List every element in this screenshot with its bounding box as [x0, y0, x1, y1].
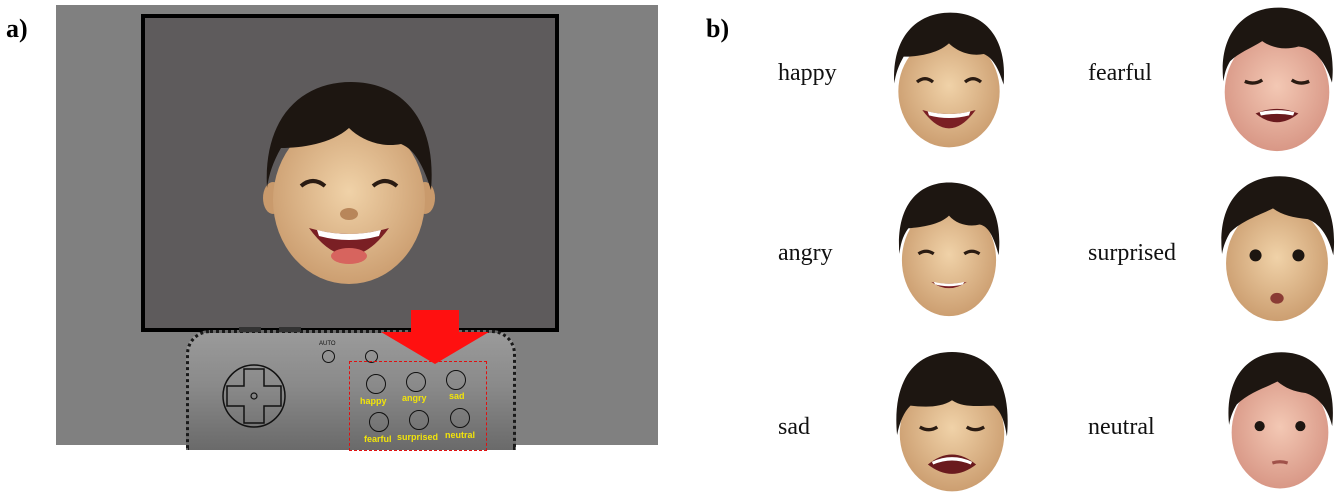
emotion-label-neutral: neutral — [1088, 414, 1155, 440]
panel-a-label: a) — [6, 14, 28, 43]
sad-button[interactable] — [446, 370, 466, 390]
emotion-label-happy: happy — [778, 60, 837, 86]
down-arrow-icon — [381, 310, 489, 364]
surprised-button[interactable] — [409, 410, 429, 430]
neutral-button-label: neutral — [445, 430, 476, 440]
face-fearful — [1222, 7, 1333, 152]
auto-label: AUTO — [319, 341, 336, 347]
surprised-button-label: surprised — [397, 432, 439, 442]
panel-b-label: b) — [706, 14, 730, 43]
face-surprised — [1221, 176, 1335, 322]
dpad-icon[interactable] — [221, 363, 287, 429]
happy-button[interactable] — [366, 374, 386, 394]
fearful-button-label: fearful — [364, 434, 392, 444]
happy-button-label: happy — [360, 396, 387, 406]
emotion-label-surprised: surprised — [1088, 240, 1176, 266]
angry-button-label: angry — [402, 393, 427, 403]
sad-button-label: sad — [449, 391, 465, 401]
stimulus-face-happy — [263, 82, 435, 284]
monitor-screen — [141, 14, 559, 332]
device-tab — [279, 327, 301, 332]
emotion-label-fearful: fearful — [1088, 60, 1152, 86]
face-sad — [896, 352, 1008, 492]
angry-button[interactable] — [406, 372, 426, 392]
panel-a-experiment-setup: AUTO happy angry sad fearful surprised n… — [56, 5, 658, 451]
face-neutral — [1228, 352, 1333, 489]
device-tab — [239, 327, 261, 332]
emotion-button-area: happy angry sad fearful surprised neutra… — [349, 361, 487, 451]
fearful-button[interactable] — [369, 412, 389, 432]
face-angry — [898, 182, 1000, 317]
emotion-label-angry: angry — [778, 240, 833, 266]
small-button[interactable] — [365, 350, 378, 363]
neutral-button[interactable] — [450, 408, 470, 428]
emotion-label-sad: sad — [778, 414, 810, 440]
response-device: AUTO happy angry sad fearful surprised n… — [186, 327, 516, 451]
face-happy — [894, 12, 1005, 148]
auto-button[interactable] — [322, 350, 335, 363]
